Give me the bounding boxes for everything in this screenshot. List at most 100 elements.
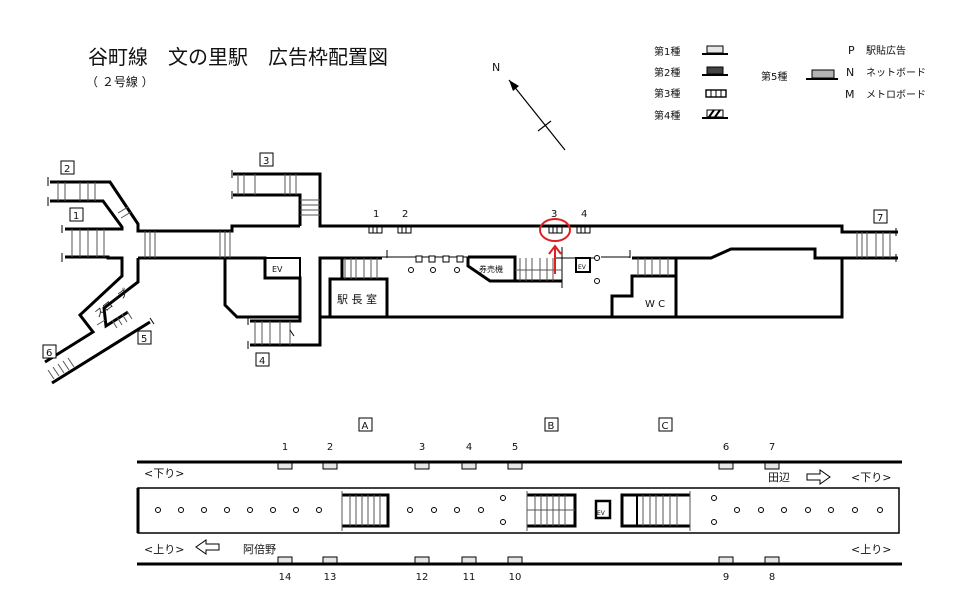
pillar: [155, 507, 161, 513]
svg-text:7: 7: [877, 213, 883, 224]
pillar: [293, 507, 299, 513]
svg-text:5: 5: [512, 442, 518, 453]
ev-label-right: EV: [578, 264, 587, 271]
svg-text:4: 4: [466, 442, 472, 453]
type1-ad-icon: [702, 45, 728, 55]
concourse-plan: 駅 長 室 券売機 W C EV EV スロープ 1 2 3 4 5 6 7 1…: [42, 152, 898, 385]
platform-ad-13[interactable]: 13: [322, 556, 338, 583]
platform-stairs-c: [620, 491, 691, 531]
zone-label-b: B: [544, 417, 559, 432]
platform-ad-3[interactable]: 3: [414, 442, 430, 470]
left-arrow-icon: [195, 539, 220, 555]
pillar: [805, 507, 811, 513]
platform-stairs-a: [341, 491, 390, 531]
ev-label: EV: [272, 265, 283, 274]
right-arrow-icon: [806, 469, 831, 485]
svg-text:6: 6: [46, 348, 52, 359]
concourse-ad-2[interactable]: 2: [397, 209, 412, 234]
up-direction-label-right: <上り>: [851, 543, 891, 556]
platform-stairs-b: [526, 491, 577, 531]
svg-text:B: B: [548, 421, 555, 432]
concourse-ad-1[interactable]: 1: [368, 209, 383, 234]
legend-code-n-label: ネットボード: [866, 67, 926, 79]
pillar: [500, 495, 506, 501]
svg-text:2: 2: [327, 442, 333, 453]
zone-label-c: C: [658, 417, 673, 432]
legend-code-p: P: [848, 44, 855, 57]
svg-text:2: 2: [64, 164, 70, 175]
pillar: [877, 507, 883, 513]
svg-text:8: 8: [769, 572, 775, 583]
up-direction-label-left: <上り>: [144, 543, 184, 556]
zone-label-a: A: [358, 417, 373, 432]
legend-type5-label: 第5種: [761, 70, 787, 83]
down-direction-label-right: <下り>: [851, 471, 891, 484]
legend-type4-label: 第4種: [654, 109, 680, 122]
svg-text:12: 12: [416, 572, 429, 583]
exit-label-3: 3: [259, 152, 274, 167]
platform-ad-12[interactable]: 12: [414, 556, 430, 583]
platform-ad-14[interactable]: 14: [277, 556, 293, 583]
platform-ad-7[interactable]: 7: [764, 442, 780, 470]
exit-label-7: 7: [873, 209, 888, 224]
ticket-machine-label: 券売機: [479, 264, 503, 274]
wc-label: W C: [645, 299, 665, 310]
svg-text:4: 4: [259, 356, 265, 367]
pillar: [711, 519, 717, 525]
exit-label-2: 2: [60, 160, 75, 175]
svg-text:1: 1: [373, 209, 379, 220]
north-compass-icon: N: [492, 61, 566, 151]
pillar: [711, 495, 717, 501]
svg-text:13: 13: [324, 572, 337, 583]
platform-ev: EV: [594, 499, 612, 520]
platform-ad-11[interactable]: 11: [461, 556, 477, 583]
pillar: [316, 507, 322, 513]
station-master-room-label: 駅 長 室: [337, 292, 377, 306]
svg-text:1: 1: [282, 442, 288, 453]
pillar: [500, 519, 506, 525]
svg-text:3: 3: [263, 156, 269, 167]
type4-ad-icon: [702, 109, 728, 119]
pillar: [247, 507, 253, 513]
exit-label-6: 6: [42, 344, 57, 359]
platform-ad-8[interactable]: 8: [764, 556, 780, 583]
exit-label-1: 1: [69, 207, 84, 222]
pillar: [178, 507, 184, 513]
pillar: [431, 507, 437, 513]
platform-ad-9[interactable]: 9: [718, 556, 734, 583]
svg-text:11: 11: [463, 572, 476, 583]
svg-text:C: C: [662, 421, 669, 432]
platform-ad-5[interactable]: 5: [507, 442, 523, 470]
pillar: [828, 507, 834, 513]
svg-text:7: 7: [769, 442, 775, 453]
legend-code-n: N: [846, 66, 854, 79]
svg-text:3: 3: [419, 442, 425, 453]
svg-text:EV: EV: [597, 510, 606, 517]
legend-code-m: M: [845, 88, 855, 101]
concourse-ad-3[interactable]: 3: [548, 209, 563, 234]
pillar: [758, 507, 764, 513]
svg-text:3: 3: [551, 209, 557, 220]
pillar: [478, 507, 484, 513]
pillars: [408, 255, 600, 284]
type5-ad-icon: [806, 69, 838, 80]
svg-text:6: 6: [723, 442, 729, 453]
exit-label-4: 4: [255, 352, 270, 367]
concourse-ad-4[interactable]: 4: [576, 209, 591, 234]
platform-ad-4[interactable]: 4: [461, 442, 477, 470]
highlight-arrow-icon: [548, 244, 562, 274]
platform-ad-10[interactable]: 10: [507, 556, 523, 583]
platform-ad-1[interactable]: 1: [277, 442, 293, 470]
platform-ad-6[interactable]: 6: [718, 442, 734, 470]
svg-text:1: 1: [73, 211, 79, 222]
platform-ad-2[interactable]: 2: [322, 442, 338, 470]
pillar: [781, 507, 787, 513]
highlight-circle: [539, 218, 571, 242]
legend-type2-label: 第2種: [654, 66, 680, 79]
svg-text:10: 10: [509, 572, 522, 583]
pillar: [270, 507, 276, 513]
stairs: [47, 170, 897, 380]
legend-code-p-label: 駅貼広告: [866, 44, 906, 57]
